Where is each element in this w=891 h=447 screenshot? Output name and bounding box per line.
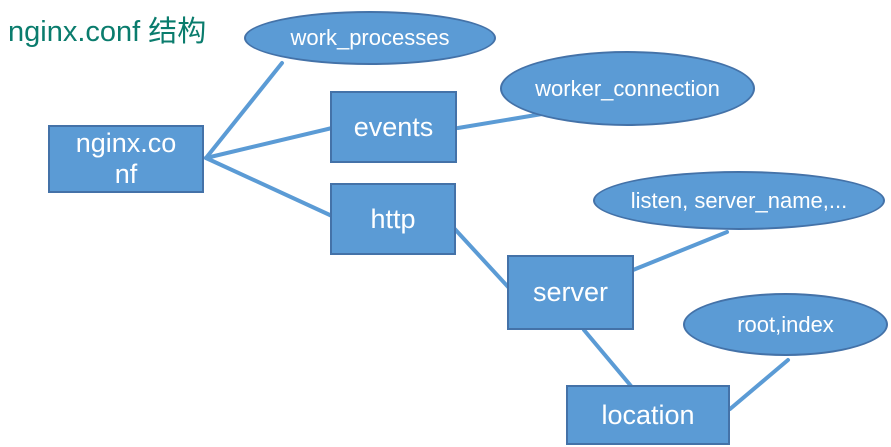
node-worker-connection-label: worker_connection bbox=[535, 75, 720, 101]
node-work-processes: work_processes bbox=[244, 11, 496, 65]
connector-nginxconf-workprocesses bbox=[204, 61, 284, 160]
node-listen-server-name-label: listen, server_name,... bbox=[630, 187, 848, 213]
node-events-label: events bbox=[353, 111, 434, 142]
node-http-label: http bbox=[370, 203, 416, 234]
connector-server-listen bbox=[631, 230, 729, 272]
node-nginx-conf: nginx.conf bbox=[48, 125, 204, 193]
node-worker-connection: worker_connection bbox=[500, 51, 755, 126]
node-events: events bbox=[330, 91, 457, 163]
node-work-processes-label: work_processes bbox=[290, 25, 450, 50]
node-root-index: root,index bbox=[683, 293, 888, 356]
connector-nginxconf-http bbox=[204, 156, 334, 218]
node-root-index-label: root,index bbox=[737, 311, 834, 337]
node-nginx-conf-label: nginx.conf bbox=[75, 127, 177, 189]
diagram-title: nginx.conf 结构 bbox=[8, 16, 207, 48]
node-http: http bbox=[330, 183, 456, 255]
connector-http-server bbox=[450, 224, 512, 291]
node-server-label: server bbox=[532, 277, 608, 307]
node-location: location bbox=[566, 385, 730, 445]
connector-events-workerconnection bbox=[456, 111, 550, 130]
connector-nginxconf-events bbox=[204, 126, 334, 160]
node-server: server bbox=[507, 255, 634, 330]
connector-server-location bbox=[582, 328, 633, 388]
connector-location-rootindex bbox=[728, 358, 790, 411]
node-listen-server-name: listen, server_name,... bbox=[593, 171, 885, 230]
node-location-label: location bbox=[601, 399, 695, 430]
